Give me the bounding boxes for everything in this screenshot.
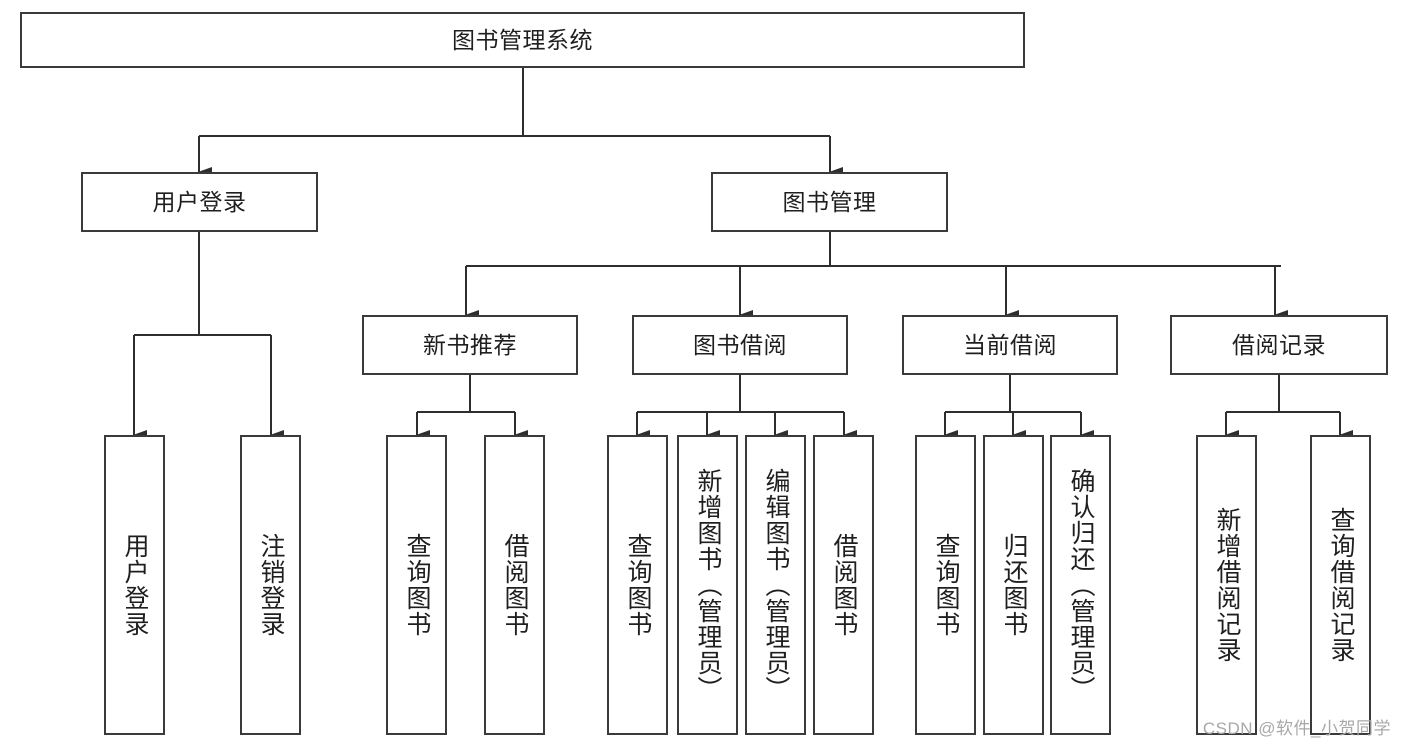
leaf-user-login[interactable]: 用户登录: [104, 435, 165, 735]
leaf-add-book[interactable]: 新增图书（管理员）: [677, 435, 738, 735]
csdn-watermark: CSDN @软件_小贺同学: [1202, 719, 1391, 738]
node-borrow-record[interactable]: 借阅记录: [1170, 315, 1388, 375]
leaf-return-book-label: 归还图书: [1000, 533, 1028, 637]
leaf-edit-book-label: 编辑图书（管理员）: [762, 468, 790, 702]
leaf-query-book-3[interactable]: 查询图书: [915, 435, 976, 735]
leaf-user-login-label: 用户登录: [121, 533, 149, 637]
leaf-user-logout[interactable]: 注销登录: [240, 435, 301, 735]
node-root[interactable]: 图书管理系统: [20, 12, 1025, 68]
leaf-return-book[interactable]: 归还图书: [983, 435, 1044, 735]
leaf-query-book-2-label: 查询图书: [624, 533, 652, 637]
leaf-add-book-label: 新增图书（管理员）: [694, 468, 722, 702]
node-root-label: 图书管理系统: [452, 26, 593, 53]
leaf-query-book-1[interactable]: 查询图书: [386, 435, 447, 735]
node-new-book-recommend[interactable]: 新书推荐: [362, 315, 578, 375]
leaf-borrow-book-2[interactable]: 借阅图书: [813, 435, 874, 735]
leaf-borrow-book-2-label: 借阅图书: [830, 533, 858, 637]
node-user-login[interactable]: 用户登录: [81, 172, 318, 232]
node-current-borrow-label: 当前借阅: [963, 331, 1057, 358]
leaf-query-book-1-label: 查询图书: [403, 533, 431, 637]
node-current-borrow[interactable]: 当前借阅: [902, 315, 1118, 375]
leaf-query-book-2[interactable]: 查询图书: [607, 435, 668, 735]
leaf-add-record-label: 新增借阅记录: [1213, 507, 1241, 663]
leaf-query-record[interactable]: 查询借阅记录: [1310, 435, 1371, 735]
node-book-borrow[interactable]: 图书借阅: [632, 315, 848, 375]
leaf-query-record-label: 查询借阅记录: [1327, 507, 1355, 663]
node-book-manage-label: 图书管理: [782, 188, 877, 215]
leaf-query-book-3-label: 查询图书: [932, 533, 960, 637]
leaf-borrow-book-1[interactable]: 借阅图书: [484, 435, 545, 735]
node-user-login-label: 用户登录: [152, 188, 247, 215]
leaf-borrow-book-1-label: 借阅图书: [501, 533, 529, 637]
node-book-borrow-label: 图书借阅: [693, 331, 787, 358]
node-new-book-recommend-label: 新书推荐: [423, 331, 517, 358]
leaf-user-logout-label: 注销登录: [257, 533, 285, 637]
leaf-confirm-return[interactable]: 确认归还（管理员）: [1050, 435, 1111, 735]
node-borrow-record-label: 借阅记录: [1232, 331, 1326, 358]
leaf-add-record[interactable]: 新增借阅记录: [1196, 435, 1257, 735]
leaf-edit-book[interactable]: 编辑图书（管理员）: [745, 435, 806, 735]
leaf-confirm-return-label: 确认归还（管理员）: [1067, 468, 1095, 702]
node-book-manage[interactable]: 图书管理: [711, 172, 948, 232]
